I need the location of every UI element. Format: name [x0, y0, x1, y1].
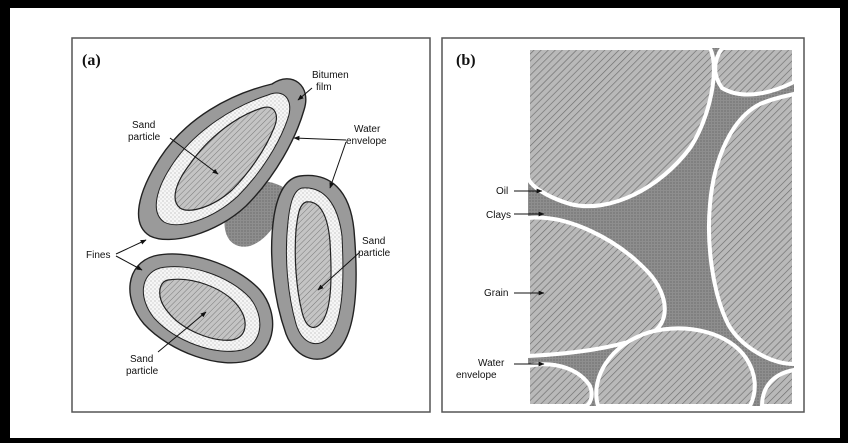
label-bitumen-film-line1: Bitumen	[312, 70, 349, 81]
label-oil: Oil	[496, 186, 508, 197]
label-sand-particle-top-line2: particle	[128, 132, 161, 143]
label-water-envelope-b-line1: Water	[478, 358, 505, 369]
label-sand-particle-bottom-line2: particle	[126, 366, 159, 377]
grain-top-right	[715, 48, 794, 95]
label-grain: Grain	[484, 288, 508, 299]
label-water-envelope-line2: envelope	[346, 136, 387, 147]
panel-b: (b) Oil Clays Grain Wate	[442, 38, 804, 412]
figure-svg: (a) Bitumen film Sand particle Water	[10, 8, 840, 438]
label-sand-particle-top-line1: Sand	[132, 120, 155, 131]
panel-a: (a) Bitumen film Sand particle Water	[72, 38, 430, 412]
label-water-envelope-b-line2: envelope	[456, 370, 497, 381]
label-bitumen-film-line2: film	[316, 82, 332, 93]
label-clays: Clays	[486, 210, 511, 221]
panel-b-title: (b)	[456, 52, 476, 69]
panel-a-title: (a)	[82, 52, 101, 69]
label-sand-particle-right-line2: particle	[358, 248, 391, 259]
label-sand-particle-right-line1: Sand	[362, 236, 385, 247]
figure-canvas: (a) Bitumen film Sand particle Water	[10, 8, 840, 438]
label-sand-particle-bottom-line1: Sand	[130, 354, 153, 365]
label-water-envelope-line1: Water	[354, 124, 381, 135]
label-fines: Fines	[86, 250, 110, 261]
